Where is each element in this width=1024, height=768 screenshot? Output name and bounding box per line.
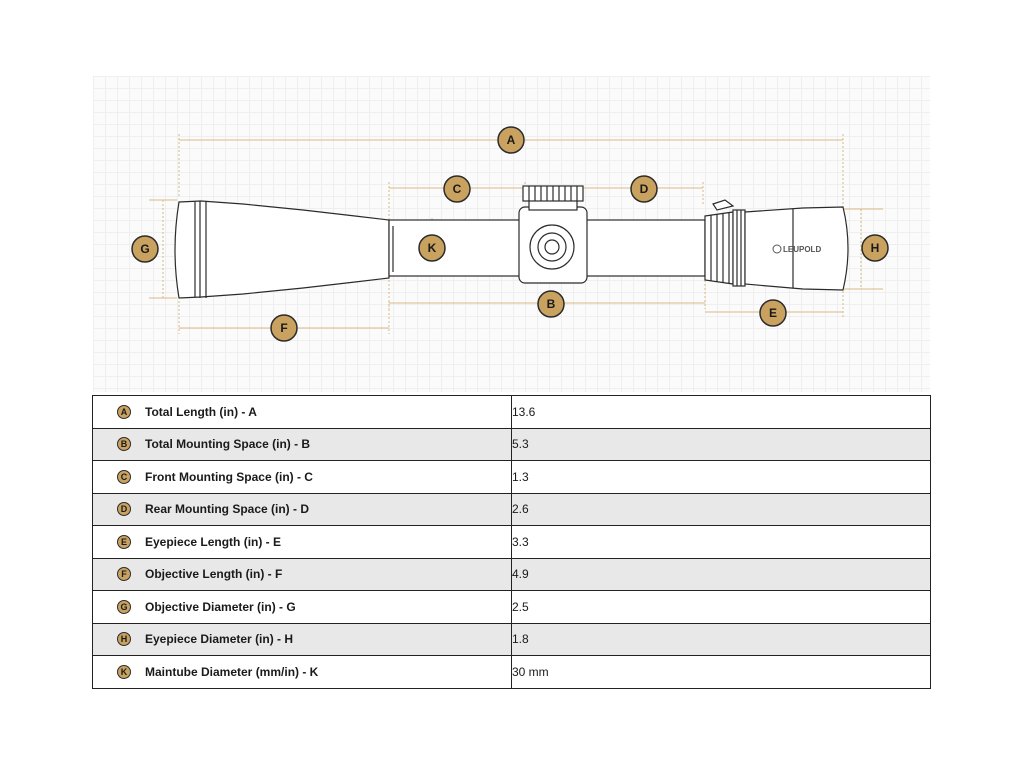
spec-value: 13.6 [511,395,931,429]
svg-text:K: K [428,241,437,255]
spec-label: Maintube Diameter (mm/in) - K [145,664,319,679]
letter-badge: B [117,437,131,452]
callout-e: E [759,299,787,327]
letter-badge: F [117,567,131,582]
spec-value: 1.8 [511,622,931,656]
table-row: D Rear Mounting Space (in) - D 2.6 [92,492,931,526]
svg-text:E: E [769,306,777,320]
svg-text:B: B [547,297,556,311]
letter-badge: C [117,469,131,484]
letter-badge: E [117,534,131,549]
spec-label: Rear Mounting Space (in) - D [145,502,310,517]
table-row: B Total Mounting Space (in) - B 5.3 [92,427,931,461]
scope-drawing: LEUPOLD A C D G K [131,126,889,342]
table-row: F Objective Length (in) - F 4.9 [92,557,931,591]
svg-text:D: D [640,182,649,196]
table-row: K Maintube Diameter (mm/in) - K 30 mm [92,655,931,689]
letter-badge: H [117,632,131,647]
svg-text:C: C [453,182,462,196]
spec-value: 2.6 [511,492,931,526]
spec-value: 30 mm [511,655,931,689]
brand-label: LEUPOLD [783,245,821,254]
svg-text:H: H [871,241,880,255]
spec-label: Front Mounting Space (in) - C [145,469,313,484]
svg-text:F: F [280,321,287,335]
spec-value: 5.3 [511,427,931,461]
letter-badge: K [117,664,131,679]
spec-value: 4.9 [511,557,931,591]
table-row: H Eyepiece Diameter (in) - H 1.8 [92,622,931,656]
spec-label: Objective Diameter (in) - G [145,599,296,614]
spec-label: Eyepiece Length (in) - E [145,534,282,549]
svg-text:G: G [140,242,149,256]
spec-value: 1.3 [511,460,931,494]
callout-c: C [443,175,471,203]
svg-text:A: A [507,133,516,147]
spec-label: Total Length (in) - A [145,404,257,419]
callout-g: G [131,235,159,263]
letter-badge: D [117,502,131,517]
spec-table: A Total Length (in) - A 13.6 B Total Mount… [92,395,931,689]
spec-label: Eyepiece Diameter (in) - H [145,632,294,647]
letter-badge: G [117,599,131,614]
callout-d: D [630,175,658,203]
spec-value: 3.3 [511,525,931,559]
table-row: C Front Mounting Space (in) - C 1.3 [92,460,931,494]
callout-f: F [270,314,298,342]
callout-k: K [418,234,446,262]
table-row: A Total Length (in) - A 13.6 [92,395,931,429]
table-row: E Eyepiece Length (in) - E 3.3 [92,525,931,559]
letter-badge: A [117,404,131,419]
table-row: G Objective Diameter (in) - G 2.5 [92,590,931,624]
scope-dimension-diagram: LEUPOLD A C D G K [93,76,930,392]
scope-outline [174,185,849,299]
callout-b: B [537,290,565,318]
spec-value: 2.5 [511,590,931,624]
callout-a: A [497,126,525,154]
spec-label: Objective Length (in) - F [145,567,283,582]
spec-label: Total Mounting Space (in) - B [145,437,311,452]
callout-h: H [861,234,889,262]
